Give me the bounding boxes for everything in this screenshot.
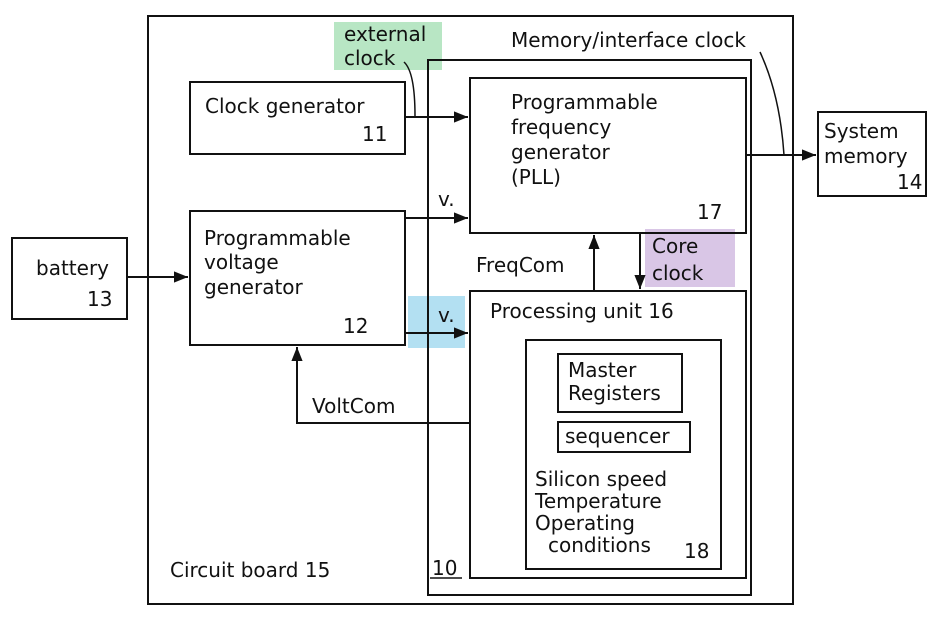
external-clock-label-1: external bbox=[344, 22, 426, 46]
memory-interface-clock-label: Memory/interface clock bbox=[511, 28, 746, 52]
voltage-label-bottom: v. bbox=[438, 303, 455, 327]
sequencer-label: sequencer bbox=[565, 424, 670, 448]
silicon-speed-label: Silicon speed bbox=[535, 467, 667, 491]
pll-label-2: frequency bbox=[511, 115, 611, 139]
voltage-generator-label-3: generator bbox=[204, 275, 304, 299]
temperature-label: Temperature bbox=[534, 489, 662, 513]
core-clock-label-1: Core bbox=[652, 234, 698, 258]
core-clock-label-2: clock bbox=[652, 261, 704, 285]
memory-clock-leader bbox=[760, 52, 784, 155]
voltage-generator-label-2: voltage bbox=[204, 250, 279, 274]
chip-number: 10 bbox=[432, 556, 457, 580]
system-memory-label-2: memory bbox=[824, 144, 908, 168]
external-clock-label-2: clock bbox=[344, 46, 396, 70]
battery-label: battery bbox=[36, 256, 109, 280]
pll-number: 17 bbox=[697, 200, 722, 224]
battery-number: 13 bbox=[87, 287, 112, 311]
clock-generator-number: 11 bbox=[362, 122, 387, 146]
master-registers-label-2: Registers bbox=[568, 381, 661, 405]
voltage-label-top: v. bbox=[438, 187, 455, 211]
master-registers-label-1: Master bbox=[568, 358, 637, 382]
conditions-label: conditions bbox=[548, 533, 651, 557]
voltage-generator-label-1: Programmable bbox=[204, 226, 351, 250]
circuit-board-label: Circuit board 15 bbox=[170, 558, 330, 582]
freqcom-label: FreqCom bbox=[476, 253, 565, 277]
operating-label: Operating bbox=[535, 511, 635, 535]
conditions-number: 18 bbox=[684, 539, 709, 563]
voltage-generator-number: 12 bbox=[343, 314, 368, 338]
system-memory-label-1: System bbox=[824, 119, 899, 143]
pll-label-1: Programmable bbox=[511, 90, 658, 114]
pll-label-4: (PLL) bbox=[511, 165, 561, 189]
clock-generator-label: Clock generator bbox=[205, 94, 365, 118]
voltage-highlight bbox=[408, 296, 465, 348]
processing-unit-label: Processing unit 16 bbox=[490, 299, 674, 323]
system-memory-number: 14 bbox=[897, 170, 922, 194]
pll-label-3: generator bbox=[511, 140, 611, 164]
voltcom-label: VoltCom bbox=[312, 394, 395, 418]
